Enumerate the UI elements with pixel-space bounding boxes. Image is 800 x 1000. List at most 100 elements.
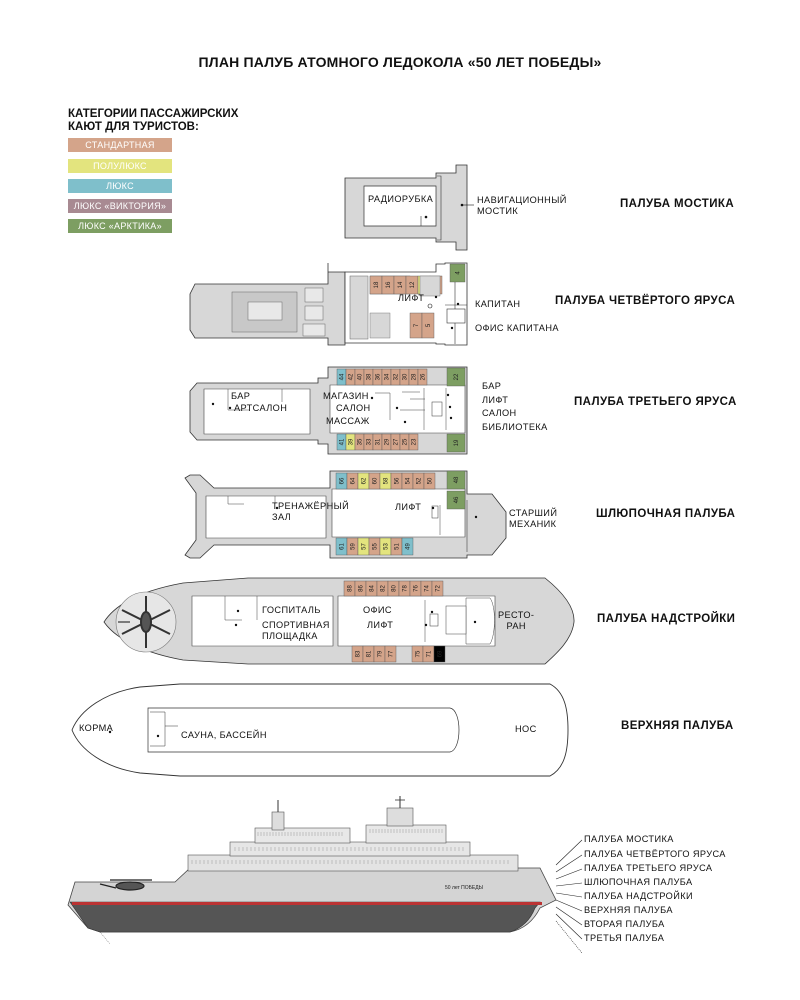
cabin-23: 23 bbox=[408, 433, 419, 451]
svg-text:27: 27 bbox=[394, 438, 400, 445]
cabin-5: 5 bbox=[421, 312, 435, 339]
profile-label-super: ПАЛУБА НАДСТРОЙКИ bbox=[584, 891, 693, 901]
svg-text:74: 74 bbox=[425, 585, 431, 592]
svg-text:59: 59 bbox=[351, 543, 357, 550]
legend-title-line2: КАЮТ ДЛЯ ТУРИСТОВ: bbox=[68, 121, 199, 133]
legend-lux-victoria: ЛЮКС «ВИКТОРИЯ» bbox=[68, 199, 172, 213]
svg-text:62: 62 bbox=[362, 477, 368, 484]
cabin-55: 55 bbox=[368, 537, 381, 556]
svg-text:77: 77 bbox=[389, 650, 395, 657]
cabin-74: 74 bbox=[420, 580, 433, 597]
svg-text:80: 80 bbox=[392, 585, 398, 592]
cabin-25: 25 bbox=[399, 433, 410, 451]
svg-text:39: 39 bbox=[349, 438, 355, 445]
svg-text:5: 5 bbox=[426, 323, 432, 327]
label-lift-super: ЛИФТ bbox=[367, 620, 394, 630]
svg-text:86: 86 bbox=[359, 585, 365, 592]
svg-text:49: 49 bbox=[406, 543, 412, 550]
deck-name-boat: ШЛЮПОЧНАЯ ПАЛУБА bbox=[596, 508, 736, 520]
cabin-52: 52 bbox=[412, 472, 425, 490]
ship-name: 50 лет ПОБЕДЫ bbox=[445, 885, 484, 891]
label-radio-room: РАДИОРУБКА bbox=[368, 194, 434, 204]
cabin-53: 53 bbox=[379, 537, 392, 556]
svg-text:66: 66 bbox=[340, 477, 346, 484]
svg-text:30: 30 bbox=[403, 373, 409, 380]
svg-text:33: 33 bbox=[367, 438, 373, 445]
svg-text:31: 31 bbox=[376, 438, 382, 445]
page-title: ПЛАН ПАЛУБ АТОМНОГО ЛЕДОКОЛА «50 ЛЕТ ПОБ… bbox=[198, 54, 602, 70]
label-gym: ТРЕНАЖЁРНЫЙ ЗАЛ bbox=[272, 501, 349, 523]
cabin-83: 83 bbox=[351, 645, 364, 663]
cabin-14: 14 bbox=[393, 275, 407, 295]
svg-text:41: 41 bbox=[340, 438, 346, 445]
svg-text:4: 4 bbox=[456, 271, 462, 275]
deck-name-bridge: ПАЛУБА МОСТИКА bbox=[620, 198, 735, 210]
label-bow: НОС bbox=[515, 724, 537, 734]
cabin-19: 19 bbox=[446, 433, 466, 453]
label-captain: КАПИТАН bbox=[475, 299, 521, 309]
profile-label-second: ВТОРАЯ ПАЛУБА bbox=[584, 919, 665, 929]
svg-text:76: 76 bbox=[414, 585, 420, 592]
label-gym-line2: ЗАЛ bbox=[272, 512, 292, 522]
profile-label-third-deck: ТРЕТЬЯ ПАЛУБА bbox=[584, 933, 665, 943]
fourth-tier-deck-plan: 18161412108754 bbox=[189, 262, 468, 346]
bridge-deck-plan bbox=[344, 164, 474, 251]
label-library: БИБЛИОТЕКА bbox=[482, 422, 548, 432]
svg-text:14: 14 bbox=[398, 281, 404, 288]
profile-helicopter-icon bbox=[99, 879, 152, 891]
cabin-88: 88 bbox=[343, 580, 356, 597]
cabin-16: 16 bbox=[381, 275, 395, 295]
cabin-81: 81 bbox=[362, 645, 375, 663]
label-sport-ground-line1: СПОРТИВНАЯ bbox=[262, 620, 330, 630]
svg-text:34: 34 bbox=[385, 373, 391, 380]
legend-title-line1: КАТЕГОРИИ ПАССАЖИРСКИХ bbox=[68, 108, 239, 120]
deck-name-fourth-tier: ПАЛУБА ЧЕТВЁРТОГО ЯРУСА bbox=[555, 295, 736, 307]
profile-label-upper: ВЕРХНЯЯ ПАЛУБА bbox=[584, 905, 673, 915]
label-stern: КОРМА bbox=[79, 723, 114, 733]
cabin-33: 33 bbox=[363, 433, 374, 451]
label-salon-center: САЛОН bbox=[336, 403, 371, 413]
svg-text:83: 83 bbox=[356, 650, 362, 657]
label-chief-engineer-line2: МЕХАНИК bbox=[509, 519, 557, 529]
cabin-12: 12 bbox=[405, 275, 419, 295]
svg-text:38: 38 bbox=[367, 373, 373, 380]
svg-text:54: 54 bbox=[406, 477, 412, 484]
cabin-51: 51 bbox=[390, 537, 403, 556]
label-captain-office: ОФИС КАПИТАНА bbox=[475, 323, 559, 333]
svg-text:28: 28 bbox=[412, 373, 418, 380]
svg-text:82: 82 bbox=[381, 585, 387, 592]
profile-label-fourth: ПАЛУБА ЧЕТВЁРТОГО ЯРУСА bbox=[584, 849, 726, 859]
svg-text:22: 22 bbox=[454, 373, 460, 380]
cabin-42: 42 bbox=[345, 368, 356, 386]
upper-deck-plan bbox=[71, 683, 569, 777]
legend-standard: СТАНДАРТНАЯ bbox=[68, 138, 172, 152]
profile-label-bridge: ПАЛУБА МОСТИКА bbox=[584, 834, 674, 844]
cabin-29: 29 bbox=[381, 433, 392, 451]
profile-label-boat: ШЛЮПОЧНАЯ ПАЛУБА bbox=[584, 877, 693, 887]
cabin-72: 72 bbox=[431, 580, 444, 597]
cabin-62: 62 bbox=[357, 472, 370, 490]
profile-label-third: ПАЛУБА ТРЕТЬЕГО ЯРУСА bbox=[584, 863, 713, 873]
label-restaurant: РЕСТО- РАН bbox=[498, 610, 534, 632]
svg-text:79: 79 bbox=[378, 650, 384, 657]
cabin-84: 84 bbox=[365, 580, 378, 597]
cabin-49: 49 bbox=[401, 537, 414, 556]
label-sport-ground: СПОРТИВНАЯ ПЛОЩАДКА bbox=[262, 620, 330, 642]
svg-text:35: 35 bbox=[358, 438, 364, 445]
cabin-40: 40 bbox=[354, 368, 365, 386]
cabin-18: 18 bbox=[369, 275, 383, 295]
cabin-59: 59 bbox=[346, 537, 359, 556]
svg-text:12: 12 bbox=[410, 281, 416, 288]
svg-text:61: 61 bbox=[340, 543, 346, 550]
cabin-27: 27 bbox=[390, 433, 401, 451]
svg-text:84: 84 bbox=[370, 585, 376, 592]
svg-text:40: 40 bbox=[358, 373, 364, 380]
cabin-22: 22 bbox=[446, 367, 466, 387]
cabin-34: 34 bbox=[381, 368, 392, 386]
label-bar-right: БАР bbox=[482, 381, 502, 391]
legend-lux: ЛЮКС bbox=[68, 179, 172, 193]
label-nav-bridge-line2: МОСТИК bbox=[477, 206, 519, 216]
label-office-super: ОФИС bbox=[363, 605, 392, 615]
